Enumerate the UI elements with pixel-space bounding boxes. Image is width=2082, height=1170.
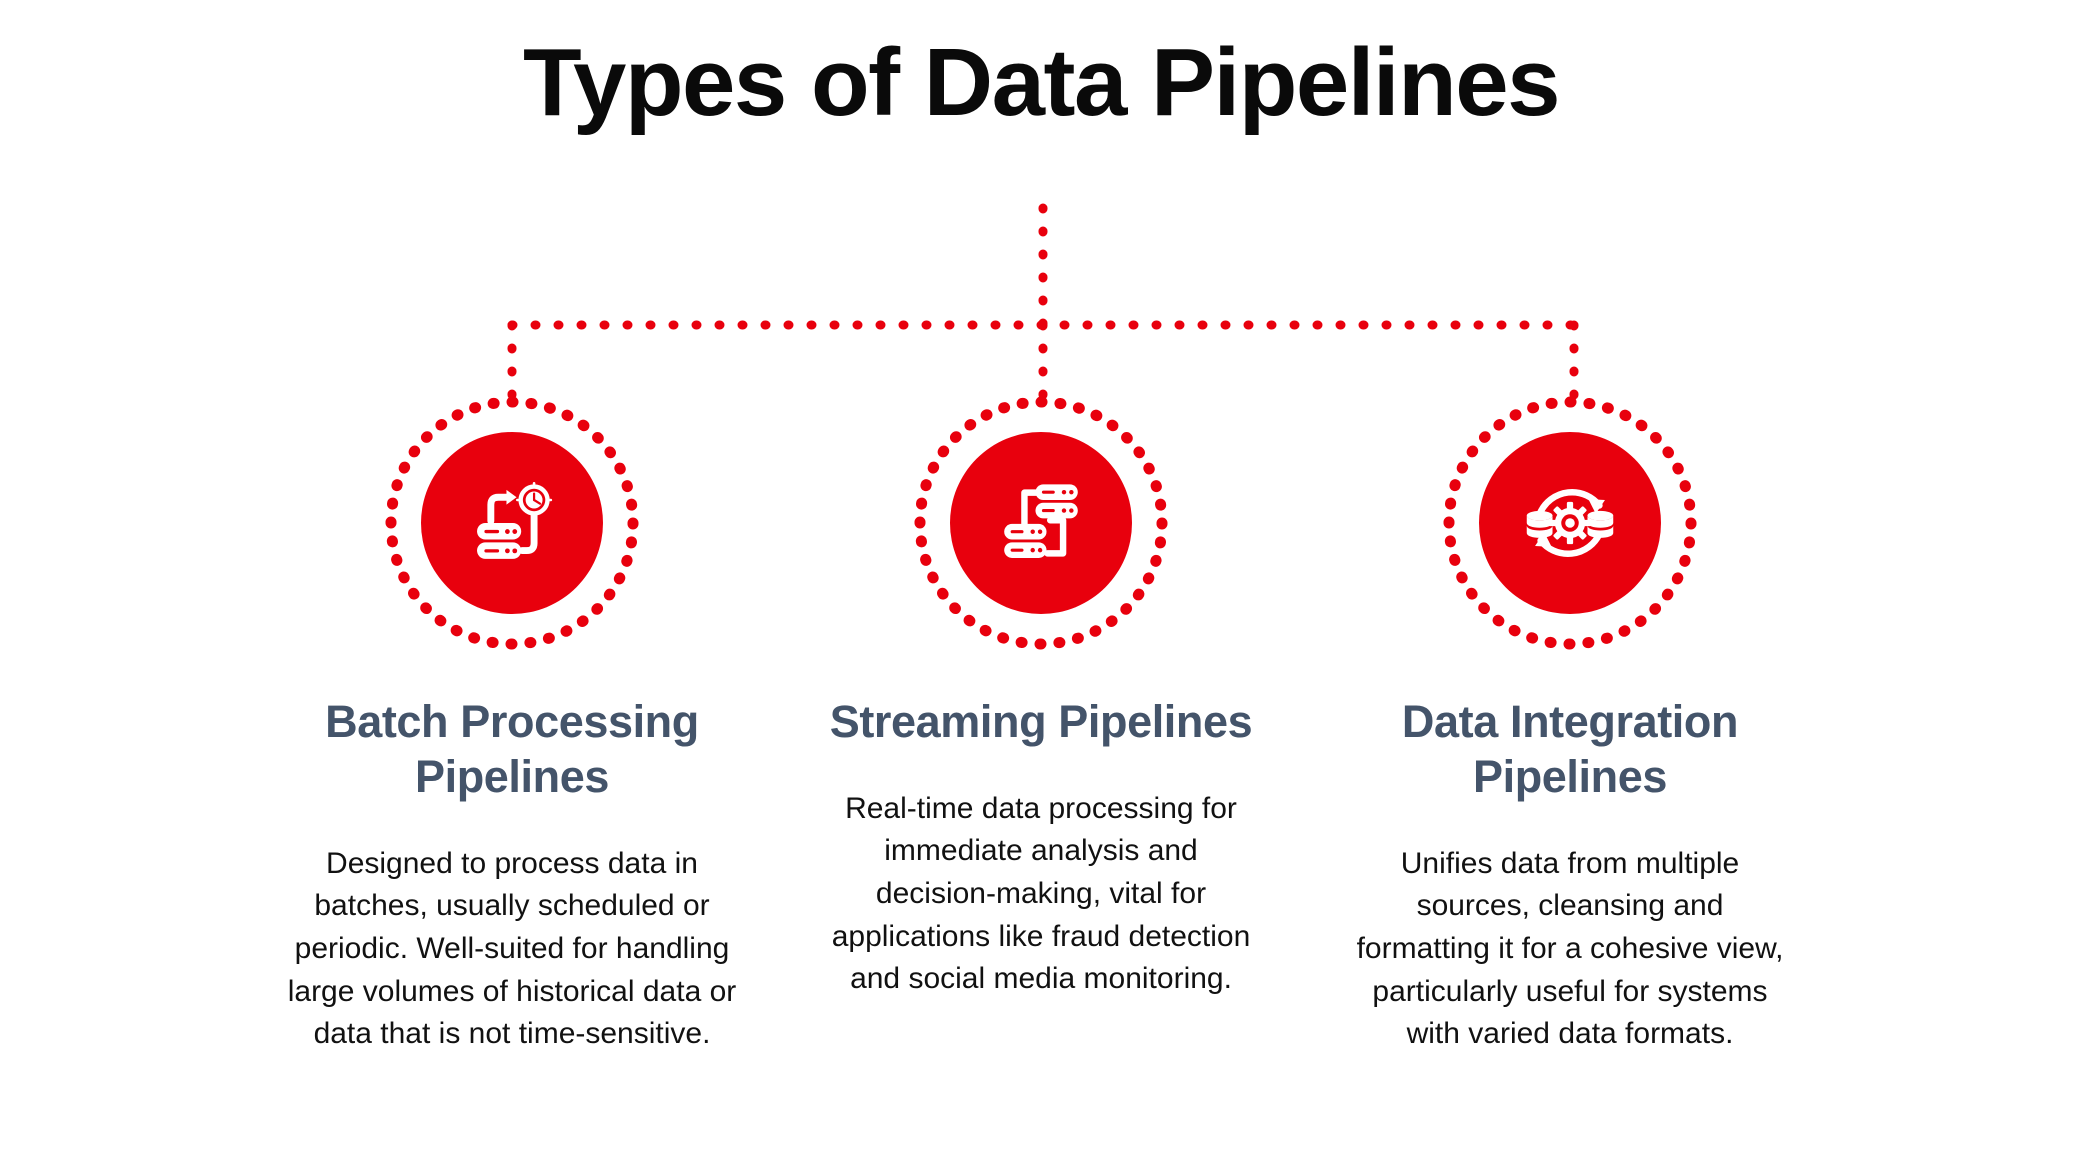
dotted-ring — [914, 396, 1168, 650]
card-heading-batch: Batch Processing Pipelines — [325, 696, 699, 802]
card-body-streaming: Real-time data processing for immediate … — [831, 791, 1251, 996]
card-body-batch: Designed to process data in batches, usu… — [287, 846, 737, 1051]
dotted-ring — [1443, 396, 1697, 650]
icon-disc — [1479, 432, 1661, 614]
pipeline-cards-row: Batch Processing Pipelines Designed to p… — [0, 395, 2082, 1056]
card-streaming: Streaming Pipelines Real-time data proce… — [777, 395, 1306, 1001]
card-body-integration: Unifies data from multiple sources, clea… — [1356, 846, 1784, 1051]
icon-disc — [950, 432, 1132, 614]
data-integration-sync-gear-icon — [1526, 489, 1614, 557]
card-heading-streaming: Streaming Pipelines — [829, 696, 1253, 747]
streaming-server-network-icon — [1004, 484, 1078, 558]
icon-disc — [421, 432, 603, 614]
icon-badge-batch — [384, 395, 640, 651]
batch-server-clock-icon — [477, 481, 553, 559]
card-batch-processing: Batch Processing Pipelines Designed to p… — [248, 395, 777, 1056]
page-title: Types of Data Pipelines — [522, 29, 1561, 136]
dotted-ring — [385, 396, 639, 650]
card-heading-integration: Data Integration Pipelines — [1401, 696, 1739, 802]
icon-badge-integration — [1442, 395, 1698, 651]
icon-badge-streaming — [913, 395, 1169, 651]
card-data-integration: Data Integration Pipelines Unifies data … — [1306, 395, 1835, 1056]
